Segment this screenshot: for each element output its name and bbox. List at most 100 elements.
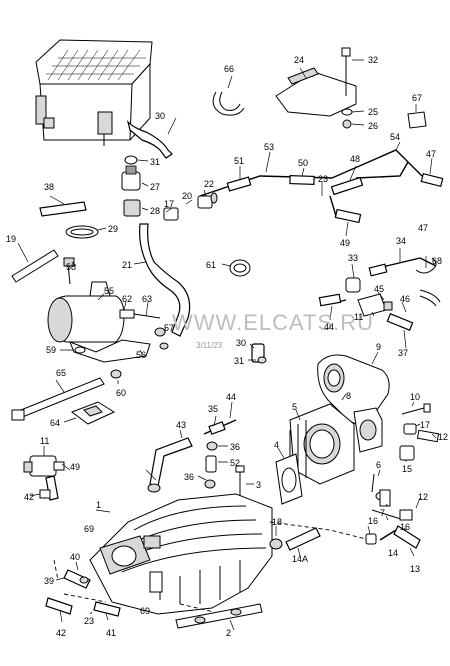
part-label-64: 64 — [50, 418, 60, 428]
part-label-12: 12 — [438, 432, 448, 442]
part-label-49b: 49 — [70, 462, 80, 472]
part-label-68: 68 — [432, 256, 442, 266]
part-label-14: 14 — [388, 548, 398, 558]
part-label-14a: 14A — [292, 554, 308, 564]
part-label-16b: 16 — [400, 522, 410, 532]
intake-manifold-1 — [53, 493, 371, 615]
part-label-37: 37 — [398, 348, 408, 358]
part-label-12b: 12 — [418, 492, 428, 502]
part-label-28: 28 — [150, 206, 160, 216]
part-label-47: 47 — [426, 149, 436, 159]
part-label-54: 54 — [390, 132, 400, 142]
part-label-35: 35 — [208, 404, 218, 414]
part-label-53: 53 — [264, 142, 274, 152]
part-label-7: 7 — [380, 508, 385, 518]
bracket-64 — [63, 401, 116, 425]
clamp-61 — [221, 259, 251, 277]
hose-38 — [39, 195, 87, 217]
part-label-66: 66 — [224, 64, 234, 74]
part-label-50: 50 — [298, 158, 308, 168]
part-label-31b: 31 — [234, 356, 244, 366]
part-label-51: 51 — [234, 156, 244, 166]
watermark-text: WWW.ELCATS.RU — [172, 310, 374, 335]
part-label-20: 20 — [182, 191, 192, 201]
part-label-33: 33 — [348, 253, 358, 263]
part-label-17b: 17 — [420, 420, 430, 430]
part-label-69b: 69 — [140, 606, 150, 616]
upper-vacuum-lines — [199, 141, 444, 237]
clip-66 — [212, 75, 245, 116]
part-number-labels: 30 31 27 28 38 29 19 66 24 32 25 26 67 5… — [6, 55, 448, 638]
part-label-13: 13 — [410, 564, 420, 574]
part-label-31: 31 — [150, 157, 160, 167]
air-filter-box — [35, 39, 153, 146]
part-label-36: 36 — [230, 442, 240, 452]
part-label-60: 60 — [116, 388, 126, 398]
part-label-52: 52 — [230, 458, 240, 468]
part-label-45: 45 — [374, 284, 384, 294]
part-label-6: 6 — [376, 460, 381, 470]
part-label-65: 65 — [56, 368, 66, 378]
part-label-43: 43 — [176, 420, 186, 430]
part-label-5: 5 — [292, 402, 297, 412]
bottom-left-hoses — [45, 561, 121, 623]
part-label-62: 62 — [122, 294, 132, 304]
part-label-30b: 30 — [236, 338, 246, 348]
part-label-2: 2 — [226, 628, 231, 638]
strip-19 — [11, 242, 59, 283]
part-label-40: 40 — [70, 552, 80, 562]
part-label-3: 3 — [256, 480, 261, 490]
valve-11-left — [23, 446, 71, 501]
small-hose-30-31 — [248, 343, 267, 364]
part-label-16: 16 — [368, 516, 378, 526]
hose-21 — [133, 189, 218, 337]
part-label-44: 44 — [324, 322, 334, 332]
part-label-17: 17 — [164, 199, 174, 209]
middle-hoses — [145, 401, 254, 500]
part-label-41: 41 — [106, 628, 116, 638]
part-label-11: 11 — [354, 312, 363, 322]
part-label-4: 4 — [274, 440, 279, 450]
hose-30-top — [126, 117, 177, 159]
part-label-58: 58 — [66, 262, 76, 272]
part-label-67: 67 — [412, 93, 422, 103]
part-label-44b: 44 — [226, 392, 236, 402]
part-label-46: 46 — [400, 294, 410, 304]
part-label-63: 63 — [142, 294, 152, 304]
part-label-22: 22 — [204, 179, 214, 189]
part-label-10: 10 — [410, 392, 420, 402]
part-label-19: 19 — [6, 234, 16, 244]
part-label-26: 26 — [368, 121, 378, 131]
part-label-42b: 42 — [56, 628, 66, 638]
right-valves — [318, 248, 441, 349]
part-label-48: 48 — [350, 154, 360, 164]
part-label-8: 8 — [346, 391, 351, 401]
clip-67 — [407, 104, 427, 129]
part-label-11b: 11 — [40, 436, 49, 446]
part-label-34: 34 — [396, 236, 406, 246]
bottom-right-parts — [269, 469, 421, 557]
part-label-29: 29 — [108, 224, 118, 234]
bolts-right — [399, 401, 440, 462]
part-label-55: 55 — [104, 286, 114, 296]
pump-55-assembly — [47, 257, 169, 363]
part-label-47b: 47 — [418, 223, 428, 233]
part-label-49: 49 — [340, 238, 350, 248]
valve-27-assembly — [121, 155, 149, 217]
part-label-42: 42 — [24, 492, 34, 502]
part-label-36b: 36 — [184, 472, 194, 482]
bracket-24 — [275, 47, 365, 129]
part-label-24: 24 — [294, 55, 304, 65]
date-stamp: 3/11/23 — [196, 341, 223, 350]
part-label-39: 39 — [44, 576, 54, 586]
part-label-23b: 23 — [84, 616, 94, 626]
part-label-38: 38 — [44, 182, 54, 192]
gasket-2 — [175, 603, 263, 631]
part-label-15: 15 — [402, 464, 412, 474]
part-label-69: 69 — [84, 524, 94, 534]
part-label-25: 25 — [368, 107, 378, 117]
clamp-29 — [65, 225, 107, 239]
strap-65 — [11, 369, 122, 421]
part-label-1: 1 — [96, 500, 101, 510]
